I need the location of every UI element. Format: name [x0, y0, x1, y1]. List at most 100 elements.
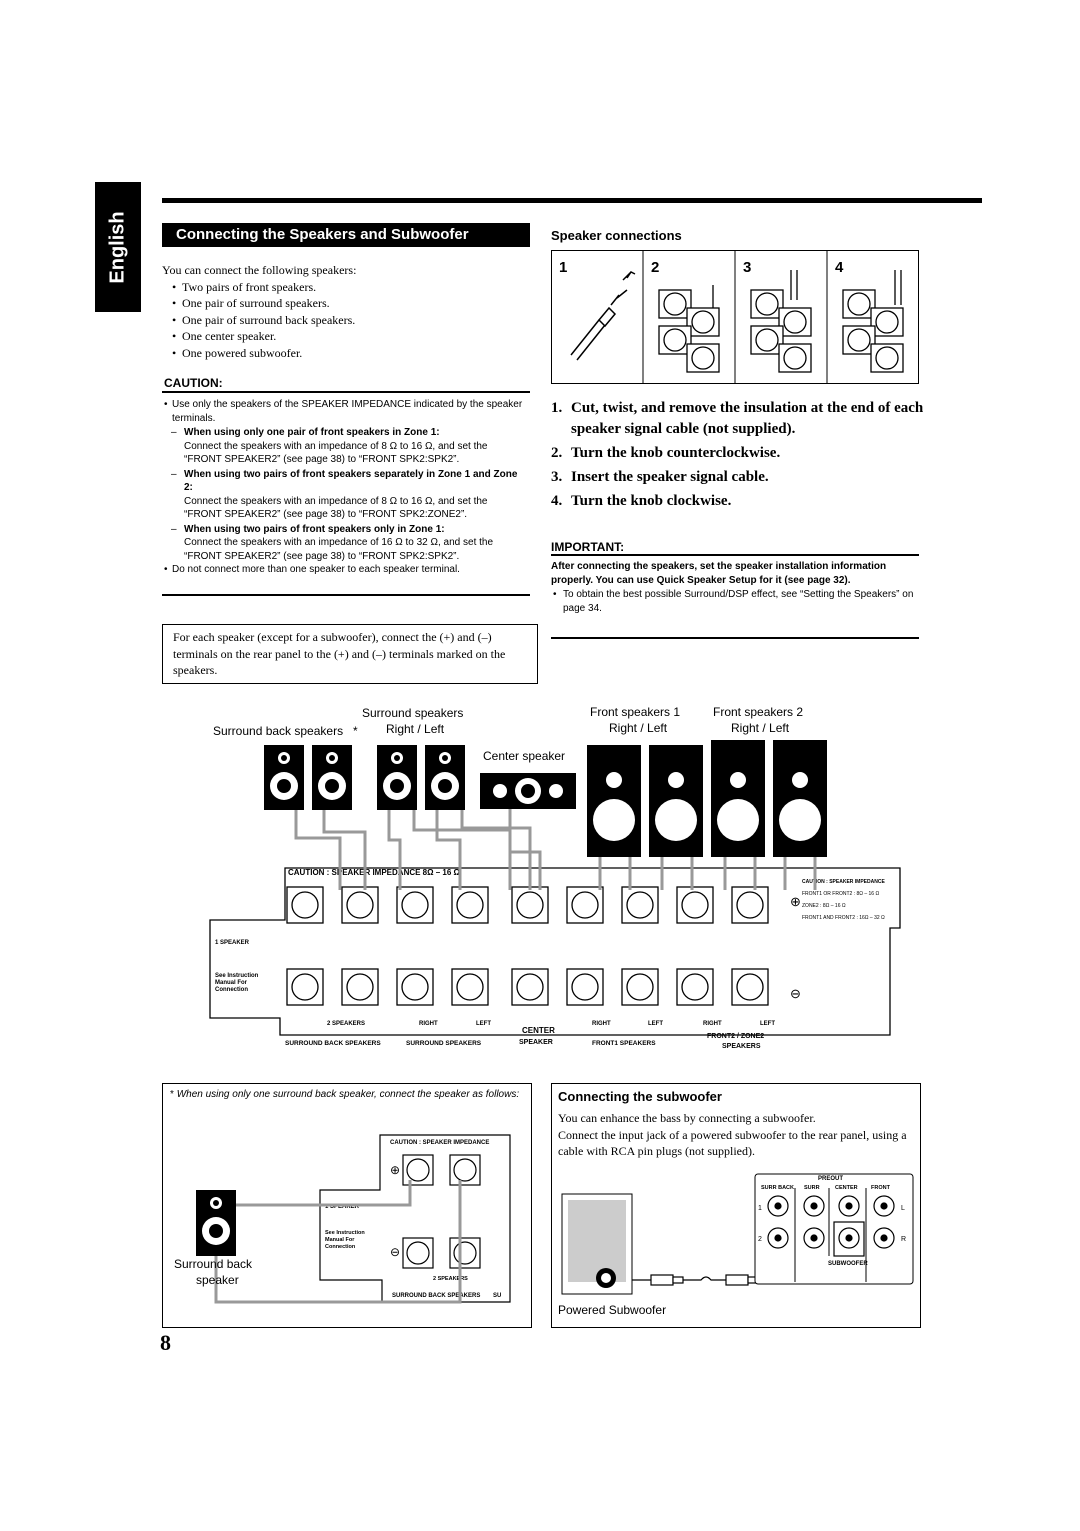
intro-block: You can connect the following speakers: …	[162, 262, 522, 361]
svg-text:LEFT: LEFT	[476, 1021, 491, 1027]
center-label: Center speaker	[483, 749, 565, 763]
list-item: One pair of surround speakers.	[172, 295, 522, 312]
svg-text:Connection: Connection	[215, 987, 248, 993]
svg-text:Manual For: Manual For	[325, 1237, 355, 1243]
svg-text:FRONT1 OR FRONT2 : 8Ω – 16 Ω: FRONT1 OR FRONT2 : 8Ω – 16 Ω	[802, 891, 879, 897]
subwoofer-caption: Powered Subwoofer	[558, 1303, 667, 1317]
svg-text:SURROUND SPEAKERS: SURROUND SPEAKERS	[406, 1040, 482, 1047]
list-item: One powered subwoofer.	[172, 345, 522, 362]
terminal-knob	[401, 973, 429, 1001]
surround-speakers-icon	[377, 745, 465, 810]
terminal-knob	[516, 973, 544, 1001]
svg-text:SU: SU	[493, 1293, 501, 1299]
page-number: 8	[160, 1330, 171, 1355]
right-caution-title: CAUTION : SPEAKER IMPEDANCE	[802, 879, 885, 885]
step-number: 3	[743, 259, 751, 276]
surround-back-speakers-icon	[264, 745, 352, 810]
svg-text:LEFT: LEFT	[648, 1021, 663, 1027]
list-item: Two pairs of front speakers.	[172, 279, 522, 296]
svg-text:ZONE2 : 8Ω – 16 Ω: ZONE2 : 8Ω – 16 Ω	[802, 903, 846, 909]
svg-text:FRONT1 AND FRONT2 : 16Ω – 32 Ω: FRONT1 AND FRONT2 : 16Ω – 32 Ω	[802, 915, 885, 921]
caution-block: •Use only the speakers of the SPEAKER IM…	[164, 398, 526, 577]
terminal-knob	[736, 973, 764, 1001]
front1-sub: Right / Left	[609, 721, 668, 735]
svg-text:SPEAKERS: SPEAKERS	[722, 1043, 761, 1050]
asterisk: *	[353, 724, 358, 738]
subwoofer-title: Connecting the subwoofer	[558, 1089, 722, 1104]
powered-subwoofer-icon	[561, 1193, 633, 1295]
terminal-steps-figure: 1 2 3 4	[551, 250, 919, 384]
svg-text:SURR BACK: SURR BACK	[761, 1185, 794, 1191]
important-text: After connecting the speakers, set the s…	[551, 561, 887, 586]
terminal-knob	[571, 973, 599, 1001]
important-block: After connecting the speakers, set the s…	[551, 560, 919, 615]
important-bottom-rule	[551, 637, 919, 639]
front2-speakers-icon	[711, 740, 827, 857]
svg-text:FRONT: FRONT	[871, 1185, 891, 1191]
speaker-list: Two pairs of front speakers. One pair of…	[172, 279, 522, 362]
caution-item: •Use only the speakers of the SPEAKER IM…	[164, 399, 523, 424]
svg-text:⊕: ⊕	[390, 1163, 400, 1177]
single-surround-back-diagram: CAUTION : SPEAKER IMPEDANCE 1 SPEAKER Se…	[174, 1134, 511, 1304]
terminal-knob-icon	[842, 270, 904, 373]
step-item: 2.Turn the knob counterclockwise.	[551, 445, 781, 461]
important-top-rule	[551, 554, 919, 556]
svg-text:⊖: ⊖	[390, 1245, 400, 1259]
svg-text:L: L	[901, 1205, 905, 1212]
svg-text:Manual For: Manual For	[215, 980, 248, 986]
svg-text:RIGHT: RIGHT	[703, 1021, 722, 1027]
front2-label: Front speakers 2	[713, 705, 803, 719]
steps-list: 1.Cut, twist, and remove the insulation …	[551, 398, 931, 512]
terminal-knob	[456, 973, 484, 1001]
terminal-knob	[291, 891, 319, 919]
svg-text:FRONT1 SPEAKERS: FRONT1 SPEAKERS	[592, 1040, 656, 1047]
cable-end-icon	[570, 271, 636, 361]
terminal-knob	[571, 891, 599, 919]
terminal-knob	[291, 973, 319, 1001]
important-bullet: •To obtain the best possible Surround/DS…	[553, 589, 914, 614]
plus-sign: ⊕	[790, 894, 801, 909]
svg-text:2 SPEAKERS: 2 SPEAKERS	[433, 1276, 468, 1282]
terminal-knob	[681, 891, 709, 919]
svg-text:See Instruction: See Instruction	[325, 1230, 365, 1236]
surround-sub: Right / Left	[386, 722, 445, 736]
svg-text:1 SPEAKER: 1 SPEAKER	[325, 1204, 360, 1210]
svg-text:1 SPEAKER: 1 SPEAKER	[215, 940, 250, 946]
terminal-knob	[346, 973, 374, 1001]
terminal-knob-icon	[750, 270, 812, 373]
svg-text:FRONT2 / ZONE2: FRONT2 / ZONE2	[707, 1033, 764, 1040]
caution-top-rule	[162, 391, 530, 393]
language-tab-label: English	[106, 210, 129, 284]
subwoofer-text: You can enhance the bass by connecting a…	[558, 1111, 907, 1158]
svg-text:SURR: SURR	[804, 1185, 820, 1191]
svg-text:R: R	[901, 1236, 906, 1243]
front2-sub: Right / Left	[731, 721, 790, 735]
svg-text:CENTER: CENTER	[835, 1185, 858, 1191]
svg-text:2: 2	[758, 1236, 762, 1243]
svg-text:SPEAKER: SPEAKER	[519, 1039, 553, 1046]
surround-back-label: Surround back speakers	[213, 724, 343, 738]
svg-text:RIGHT: RIGHT	[419, 1021, 438, 1027]
language-tab: English	[95, 182, 141, 312]
speaker-cables	[294, 809, 817, 890]
svg-text:Connection: Connection	[325, 1244, 356, 1250]
caution-bottom-rule	[162, 594, 530, 596]
step-item: 3.Insert the speaker signal cable.	[551, 469, 769, 485]
svg-text:2 SPEAKERS: 2 SPEAKERS	[327, 1021, 365, 1027]
caution-sub: –When using only one pair of front speak…	[171, 427, 488, 465]
subwoofer-box	[551, 1083, 921, 1328]
speaker-cables	[214, 1180, 462, 1304]
svg-text:SURROUND BACK SPEAKERS: SURROUND BACK SPEAKERS	[392, 1293, 480, 1299]
speaker-wiring-diagram: Surround speakers Right / Left Surround …	[209, 705, 901, 1050]
important-title: IMPORTANT:	[551, 540, 625, 554]
caution-title: CAUTION:	[164, 376, 223, 390]
front1-label: Front speakers 1	[590, 705, 680, 719]
svg-text:1: 1	[758, 1205, 762, 1212]
surround-back-speaker-icon	[196, 1190, 236, 1256]
svg-text:RIGHT: RIGHT	[592, 1021, 611, 1027]
step-number: 2	[651, 259, 659, 276]
list-item: One center speaker.	[172, 328, 522, 345]
caution-strip: CAUTION : SPEAKER IMPEDANCE 8Ω – 16 Ω	[288, 868, 461, 877]
svg-text:Surround back: Surround back	[174, 1257, 253, 1271]
svg-text:SUBWOOFER: SUBWOOFER	[828, 1261, 868, 1267]
